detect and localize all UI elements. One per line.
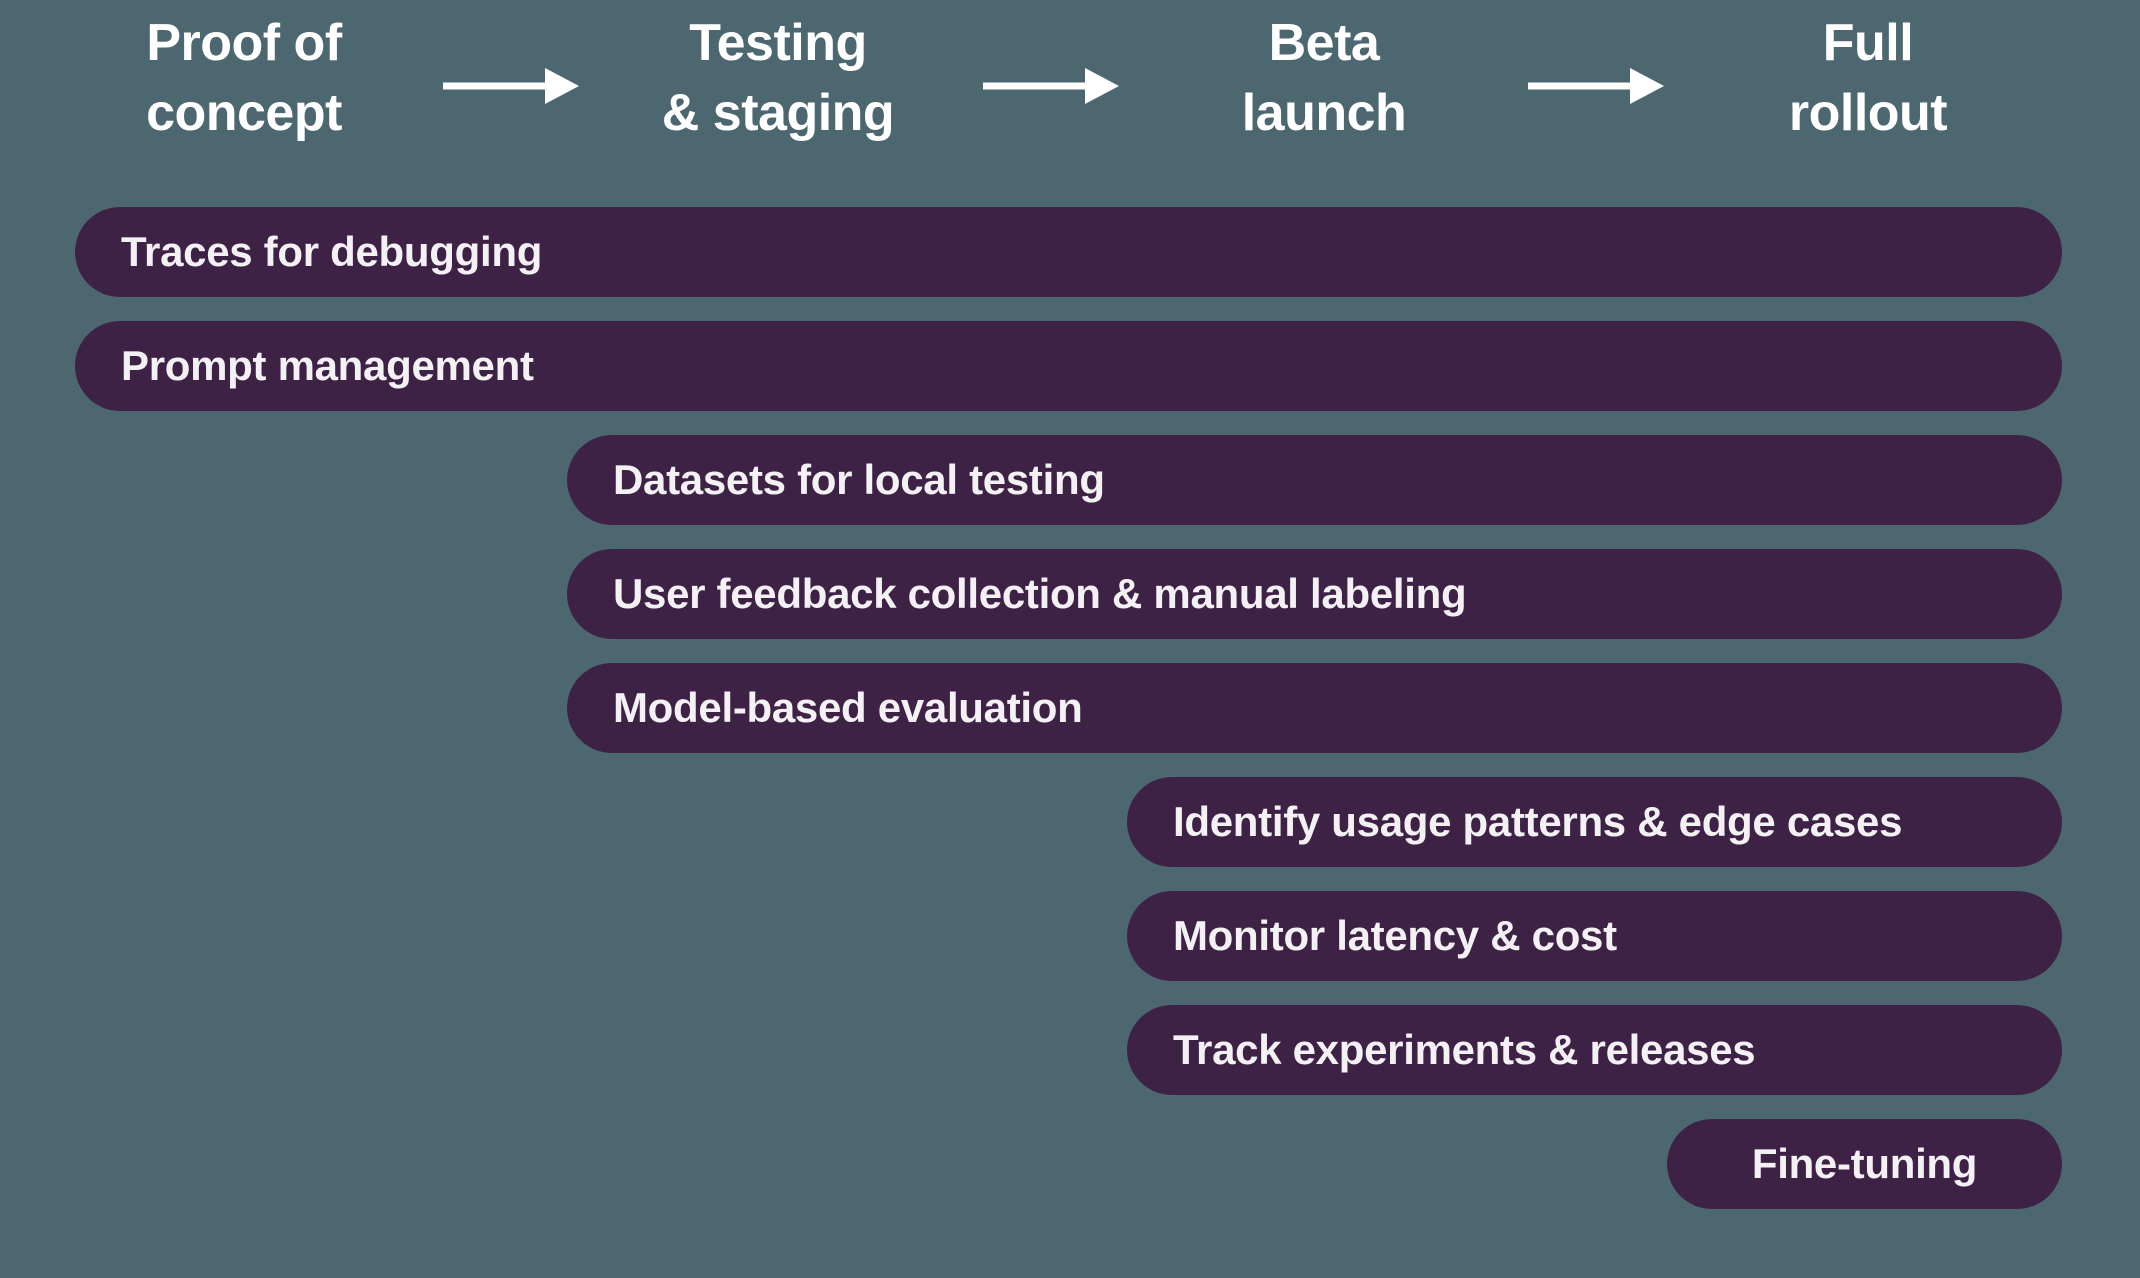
phase-header-line: concept <box>146 84 342 142</box>
right-arrow-icon <box>1528 68 1664 104</box>
phase-header-line: Beta <box>1268 14 1380 72</box>
phase-header-proof-of-concept: Proof of concept <box>146 8 342 148</box>
bar-track-experiments-releases: Track experiments & releases <box>1127 1005 2062 1095</box>
right-arrow-icon <box>443 68 579 104</box>
bar-traces-for-debugging: Traces for debugging <box>75 207 2062 297</box>
bar-fine-tuning: Fine-tuning <box>1667 1119 2062 1209</box>
bar-identify-usage-patterns: Identify usage patterns & edge cases <box>1127 777 2062 867</box>
phase-header-line: & staging <box>661 84 895 142</box>
phase-header-beta-launch: Beta launch <box>1242 8 1407 148</box>
bar-datasets-for-local-testing: Datasets for local testing <box>567 435 2062 525</box>
phase-header-line: Testing <box>689 14 867 72</box>
phase-header-line: launch <box>1241 84 1407 142</box>
bar-user-feedback-collection: User feedback collection & manual labeli… <box>567 549 2062 639</box>
phase-header-line: Proof of <box>146 14 342 72</box>
bar-model-based-evaluation: Model-based evaluation <box>567 663 2062 753</box>
bar-monitor-latency-cost: Monitor latency & cost <box>1127 891 2062 981</box>
phase-header-testing-staging: Testing & staging <box>661 8 895 148</box>
bar-prompt-management: Prompt management <box>75 321 2062 411</box>
phase-header-line: Full <box>1822 14 1914 72</box>
phase-header-line: rollout <box>1788 84 1948 142</box>
phase-header-full-rollout: Full rollout <box>1788 8 1948 148</box>
right-arrow-icon <box>983 68 1119 104</box>
